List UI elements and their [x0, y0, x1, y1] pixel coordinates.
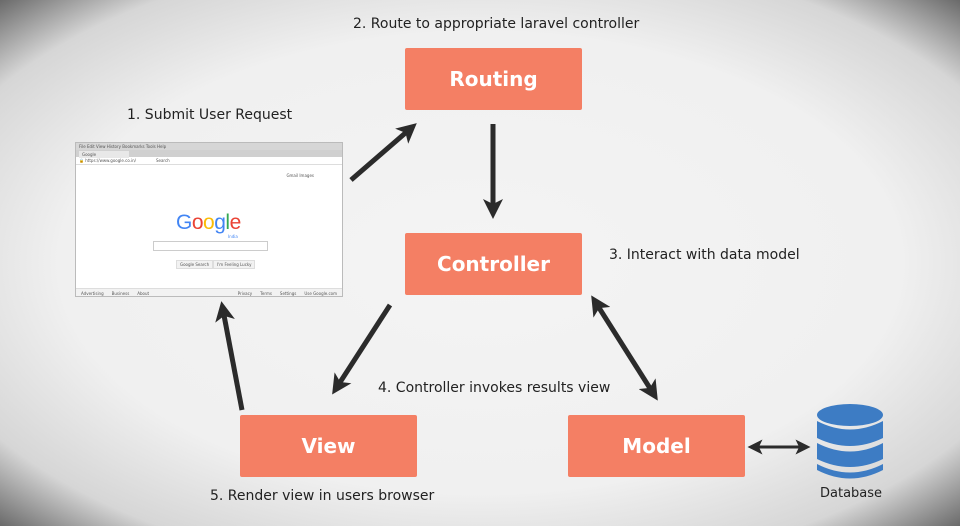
- top-links: Gmail Images: [286, 173, 314, 178]
- step2-label: 2. Route to appropriate laravel controll…: [353, 16, 640, 32]
- footer-link: Privacy: [237, 291, 253, 296]
- browser-footer: Advertising Business About Privacy Terms…: [76, 288, 342, 296]
- step4-label: 4. Controller invokes results view: [378, 380, 611, 396]
- google-search-button: Google Search: [176, 260, 214, 269]
- logo-sub: India: [228, 234, 238, 239]
- google-search-input: [153, 241, 268, 251]
- step5-label: 5. Render view in users browser: [210, 488, 435, 504]
- arrow-controller-model: [591, 295, 658, 401]
- controller-box: Controller: [405, 233, 582, 295]
- step3-label: 3. Interact with data model: [609, 247, 800, 263]
- browser-screenshot: File Edit View History Bookmarks Tools H…: [75, 142, 343, 297]
- arrow-view-to-browser: [215, 301, 245, 411]
- footer-link: Use Google.com: [304, 291, 337, 296]
- database-label: Database: [820, 486, 883, 501]
- routing-box: Routing: [405, 48, 582, 110]
- footer-link: Settings: [279, 291, 297, 296]
- database-icon: [817, 404, 883, 479]
- browser-search: Search: [155, 158, 170, 163]
- browser-menu: File Edit View History Bookmarks Tools H…: [76, 143, 342, 150]
- footer-link: Terms: [260, 291, 272, 296]
- browser-tab: Google: [79, 151, 129, 158]
- footer-link: About: [137, 291, 150, 296]
- arrow-browser-to-routing: [349, 123, 417, 182]
- lucky-button: I'm Feeling Lucky: [213, 260, 256, 269]
- step1-label: 1. Submit User Request: [127, 107, 293, 123]
- footer-link: Business: [111, 291, 130, 296]
- model-box: Model: [568, 415, 745, 477]
- arrow-controller-to-view: [332, 303, 393, 395]
- google-logo: Google: [176, 211, 241, 234]
- view-box: View: [240, 415, 417, 477]
- url-bar: 🔒 https://www.google.co.in/: [79, 158, 136, 163]
- footer-link: Advertising: [81, 291, 104, 296]
